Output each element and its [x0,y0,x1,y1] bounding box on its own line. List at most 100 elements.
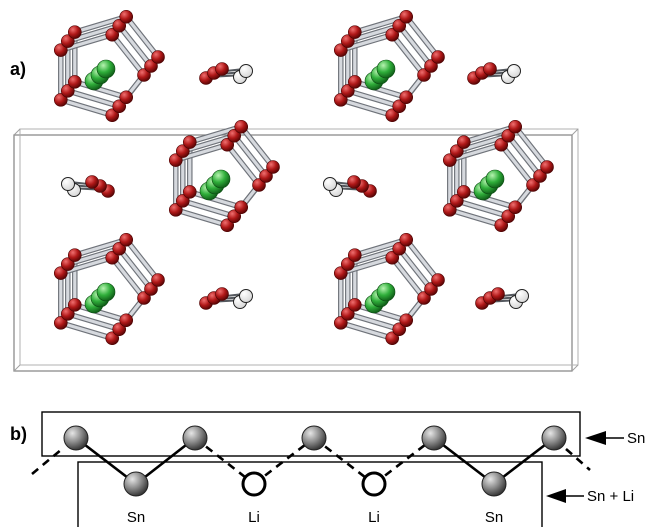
oxygen-atom [112,99,127,114]
oxygen-atom [508,200,523,215]
oxygen-atom [399,9,414,24]
oxygen-atom [252,178,266,192]
oxygen-atom [182,135,197,149]
li-atom [241,471,267,497]
oxygen-atom [347,298,362,312]
oxygen-atom [540,160,554,174]
cation-atom [211,169,231,189]
bottom-row-atoms [123,471,507,497]
li-atom [361,471,387,497]
side-chain [467,62,521,85]
oxygen-atom [501,128,516,143]
oxygen-atom [347,25,362,39]
oxygen-atom [67,25,82,39]
pentagonal-ring [53,9,165,123]
oxygen-atom [105,331,120,346]
oxygen-atom [105,27,120,42]
oxygen-atom [168,203,183,217]
oxygen-atom [220,137,235,152]
cation-atom [376,282,396,302]
oxygen-atom [347,248,362,262]
oxygen-atom [333,43,348,57]
oxygen-atom [526,178,540,192]
oxygen-atom [417,68,431,82]
side-label-sn: Sn [627,430,645,447]
oxygen-atom [220,218,235,233]
oxygen-atom [456,185,471,199]
atom-label-li: Li [248,509,260,526]
oxygen-atom [385,108,400,123]
oxygen-atom [119,232,134,247]
oxygen-atom [456,135,471,149]
cation-atom [485,169,505,189]
oxygen-atom [424,59,438,73]
oxygen-atom [340,34,355,48]
oxygen-atom [105,250,120,265]
oxygen-atom [168,153,183,167]
oxygen-atom [137,68,151,82]
oxygen-atom [508,119,523,134]
oxygen-atom [151,273,165,287]
oxygen-atom [112,322,127,337]
side-label-sn-li: Sn + Li [587,488,634,505]
white-atom [239,64,253,78]
oxygen-atom [119,90,134,105]
oxygen-atom [175,144,190,158]
oxygen-atom [442,153,457,167]
oxygen-atom [53,93,68,107]
arrow-sn-layer [585,431,624,445]
oxygen-atom [392,241,407,256]
oxygen-atom [385,27,400,42]
oxygen-atom [105,108,120,123]
oxygen-atom [417,291,431,305]
arrow-sn-li-layer [546,489,584,503]
oxygen-atom [67,75,82,89]
oxygen-atom [392,99,407,114]
oxygen-atom [399,90,414,105]
sn-layer-box [41,411,581,457]
oxygen-atom [112,241,127,256]
oxygen-atom [175,194,190,208]
sn-li-layer-box [77,461,543,527]
white-atom [323,177,337,191]
oxygen-atom [234,200,249,215]
oxygen-atom [431,273,445,287]
oxygen-atom [399,232,414,247]
cation-atom [96,59,116,79]
oxygen-atom [60,257,75,271]
oxygen-atom [119,9,134,24]
pentagonal-ring [53,232,165,346]
side-chain [199,287,253,310]
atom-label-sn: Sn [127,509,145,526]
atom-label-sn: Sn [485,509,503,526]
oxygen-atom [483,62,497,76]
pentagonal-ring [442,119,554,233]
oxygen-atom [431,50,445,64]
oxygen-atom [501,209,516,224]
sn-atom [481,471,507,497]
side-chain [323,175,377,198]
white-atom [507,64,521,78]
oxygen-atom [399,313,414,328]
pentagonal-ring [333,9,445,123]
oxygen-atom [215,287,229,301]
oxygen-atom [449,144,464,158]
oxygen-atom [333,93,348,107]
unit-cell-frame [13,128,579,372]
oxygen-atom [266,160,280,174]
panel-a-label: a) [10,59,26,79]
pentagonal-ring [333,232,445,346]
side-chain [199,62,253,85]
white-atom [515,289,529,303]
oxygen-atom [494,218,509,233]
oxygen-atom [340,84,355,98]
oxygen-atom [227,128,242,143]
oxygen-atom [53,266,68,280]
oxygen-atom [340,257,355,271]
oxygen-atom [385,331,400,346]
oxygen-atom [53,316,68,330]
oxygen-atom [392,18,407,33]
oxygen-atom [215,62,229,76]
oxygen-atom [347,75,362,89]
